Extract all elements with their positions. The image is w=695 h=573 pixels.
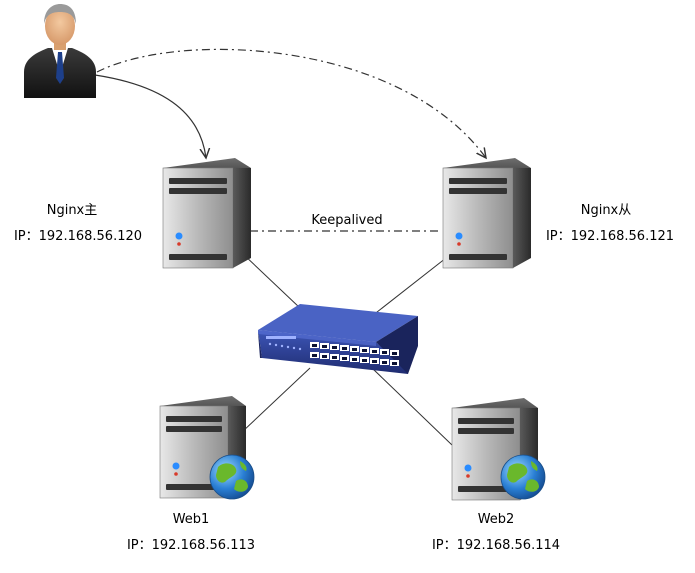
web2-ip: IP：192.168.56.114 xyxy=(431,538,561,553)
switch-icon xyxy=(258,304,418,374)
user-icon xyxy=(24,4,96,98)
user-to-master-link xyxy=(94,74,206,158)
user-to-slave-link xyxy=(96,48,486,158)
web1-name: Web1 xyxy=(172,512,210,527)
nginx-slave-ip: IP：192.168.56.121 xyxy=(545,229,675,244)
connections xyxy=(94,48,486,446)
globe-icon-web1 xyxy=(209,454,255,500)
server-icon-nginx-master xyxy=(162,158,251,269)
slave-to-switch-link xyxy=(371,257,447,317)
nginx-master-name: Nginx主 xyxy=(46,203,98,218)
switch-to-web2-link xyxy=(371,367,453,446)
server-icon-nginx-slave xyxy=(442,158,531,269)
keepalived-label: Keepalived xyxy=(311,213,383,228)
nginx-slave-name: Nginx从 xyxy=(580,203,632,218)
web2-name: Web2 xyxy=(477,512,515,527)
master-to-switch-link xyxy=(242,253,301,309)
nginx-master-ip: IP：192.168.56.120 xyxy=(13,229,143,244)
switch-to-web1-link xyxy=(241,367,311,433)
globe-icon-web2 xyxy=(500,454,546,500)
web1-ip: IP：192.168.56.113 xyxy=(126,538,256,553)
